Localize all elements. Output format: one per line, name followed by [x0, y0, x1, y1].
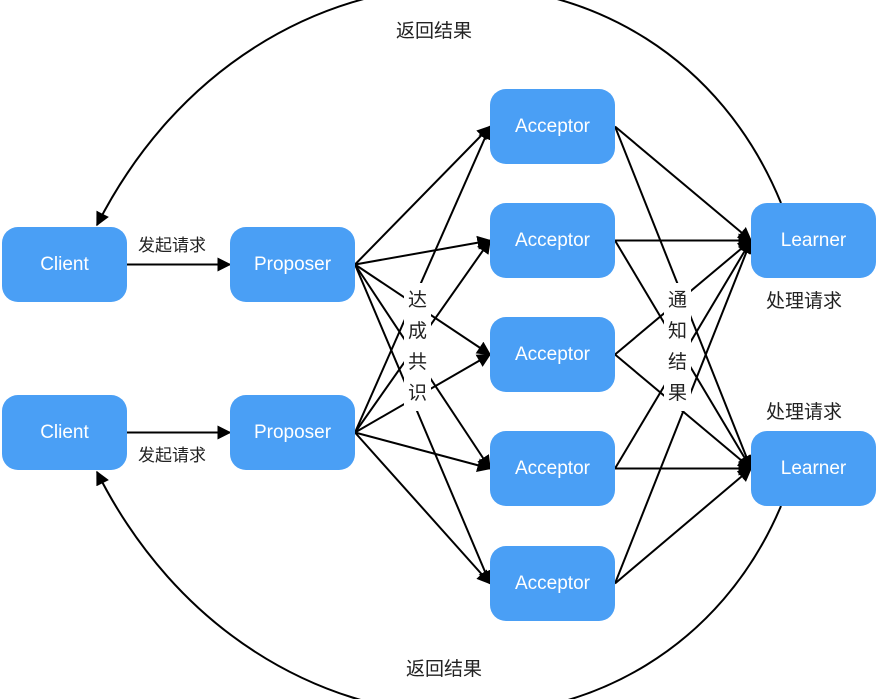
- edge-learner-2-to-client-2: [96, 470, 782, 699]
- edge-acceptor-3-to-learner-2: [614, 353, 753, 470]
- acceptor-node-2[interactable]: Acceptor: [490, 203, 615, 278]
- send-request-label-1: 发起请求: [138, 236, 206, 256]
- notify-result-char-1: 通: [668, 289, 688, 311]
- return-result-label-bottom: 返回结果: [406, 658, 483, 680]
- edge-proposer-1-to-acceptor-2: [354, 235, 492, 266]
- proposer-node-1[interactable]: Proposer: [230, 227, 355, 302]
- reach-consensus-label: 达 成 共 识: [404, 283, 432, 411]
- send-request-label-2: 发起请求: [138, 446, 206, 466]
- process-request-label-2: 处理请求: [766, 401, 843, 423]
- edge-proposer-1-to-acceptor-5: [354, 264, 492, 585]
- learner-node-2[interactable]: Learner: [751, 431, 876, 506]
- acceptor-node-4[interactable]: Acceptor: [490, 431, 615, 506]
- client-node-1[interactable]: Client: [2, 227, 127, 302]
- client-node-2[interactable]: Client: [2, 395, 127, 470]
- acceptor-node-3[interactable]: Acceptor: [490, 317, 615, 392]
- edge-proposer-2-to-acceptor-5: [354, 431, 491, 585]
- edge-acceptor-5-to-learner-2: [614, 467, 753, 585]
- edge-learner-1-to-client-1: [96, 0, 782, 227]
- edge-proposer-2-to-acceptor-1: [354, 125, 492, 433]
- edge-proposer-2-to-acceptor-4: [354, 431, 492, 473]
- proposer-node-2[interactable]: Proposer: [230, 395, 355, 470]
- learner-node-1[interactable]: Learner: [751, 203, 876, 278]
- reach-consensus-char-3: 共: [408, 351, 428, 373]
- reach-consensus-char-2: 成: [408, 320, 428, 342]
- notify-result-char-2: 知: [668, 320, 688, 342]
- process-request-label-1: 处理请求: [766, 290, 843, 312]
- acceptor-node-5[interactable]: Acceptor: [490, 546, 615, 621]
- edge-proposer-1-to-acceptor-1: [354, 125, 491, 266]
- acceptor-node-1[interactable]: Acceptor: [490, 89, 615, 164]
- reach-consensus-char-1: 达: [408, 289, 428, 311]
- edge-acceptor-1-to-learner-1: [614, 125, 753, 242]
- notify-result-char-4: 果: [668, 382, 688, 404]
- notify-result-label: 通 知 结 果: [664, 283, 692, 411]
- reach-consensus-char-4: 识: [408, 382, 428, 404]
- notify-result-char-3: 结: [668, 351, 688, 373]
- return-result-label-top: 返回结果: [396, 20, 473, 42]
